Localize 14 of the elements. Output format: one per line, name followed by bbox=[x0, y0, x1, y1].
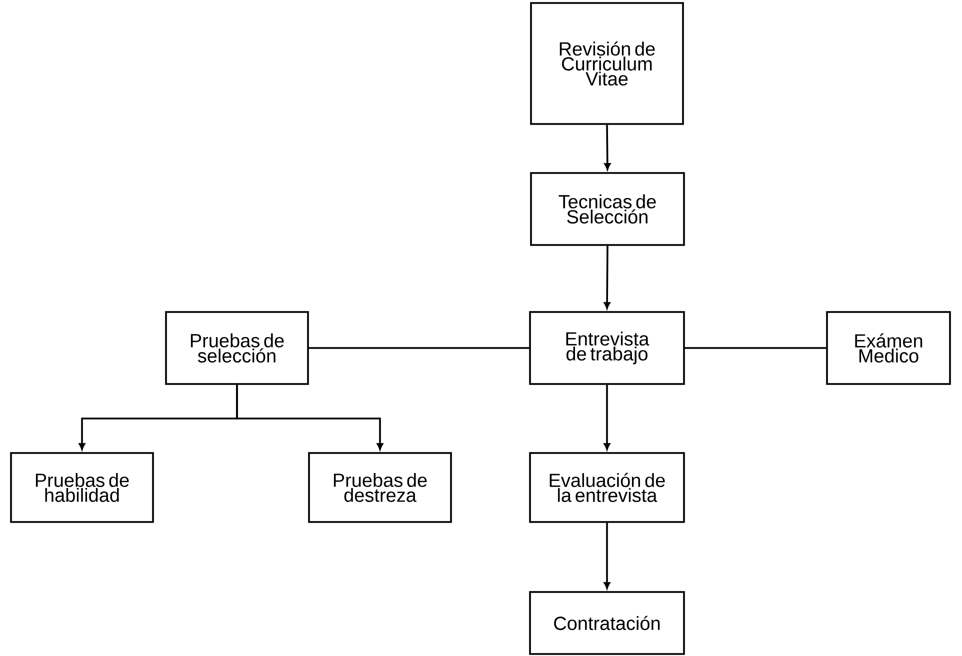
process-box: Exámen Medico bbox=[826, 311, 951, 385]
process-box: Revisión de Curriculum Vitae bbox=[530, 2, 684, 125]
arrow bbox=[236, 384, 384, 450]
process-box: Pruebas de selección bbox=[165, 311, 309, 385]
process-box: Evaluación de la entrevista bbox=[529, 452, 685, 523]
arrow bbox=[604, 384, 610, 450]
process-box: Pruebas de destreza bbox=[308, 452, 452, 523]
process-box: Entrevista de trabajo bbox=[529, 311, 685, 385]
arrow bbox=[604, 124, 611, 170]
process-box: Contratación bbox=[529, 591, 685, 655]
arrow bbox=[604, 522, 610, 589]
process-box: Tecnicas de Selección bbox=[530, 172, 685, 246]
arrow bbox=[604, 246, 610, 309]
process-box: Pruebas de habilidad bbox=[10, 452, 154, 523]
